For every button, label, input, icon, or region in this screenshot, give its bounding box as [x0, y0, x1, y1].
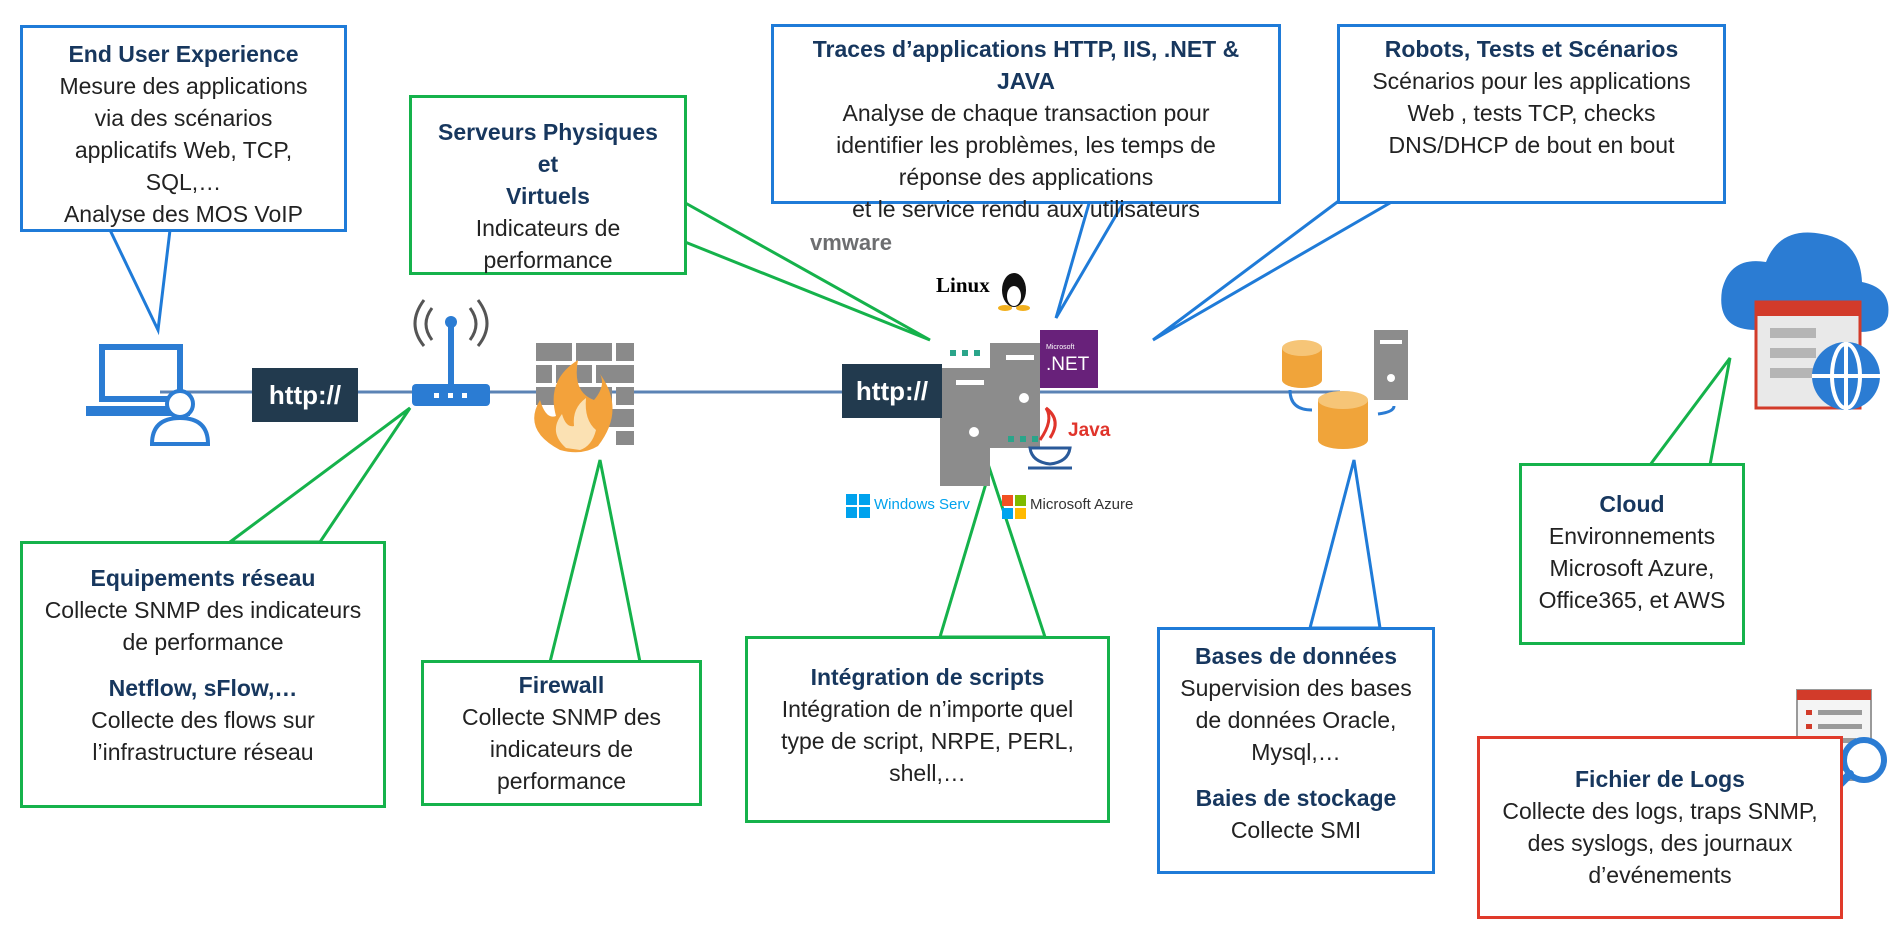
- callout-end-user: End User Experience Mesure des applicati…: [20, 25, 347, 232]
- end-user-title: End User Experience: [68, 41, 299, 67]
- cloud-line-2: Microsoft Azure,: [1549, 555, 1715, 581]
- wifi-router-icon: [412, 299, 490, 406]
- logs-line-2: des syslogs, des journaux: [1527, 830, 1793, 856]
- traces-line-2: identifier les problèmes, les temps de: [836, 132, 1216, 158]
- stockage-title: Baies de stockage: [1195, 785, 1397, 811]
- windows-server-label: Windows Serv: [874, 496, 970, 513]
- end-user-line-1: Mesure des applications: [59, 73, 308, 99]
- azure-logo-icon: [1002, 495, 1026, 519]
- traces-line-4: et le service rendu aux utilisateurs: [852, 196, 1200, 222]
- end-user-tail: [107, 228, 172, 336]
- callout-cloud: Cloud Environnements Microsoft Azure, Of…: [1519, 463, 1745, 645]
- callout-serveurs: Serveurs Physiques et Virtuels Indicateu…: [409, 95, 687, 275]
- cloud-line-1: Environnements: [1548, 523, 1716, 549]
- scripts-line-1: Intégration de n’importe quel: [781, 696, 1074, 722]
- spacer: [1174, 768, 1418, 782]
- end-user-line-3: applicatifs Web, TCP, SQL,…: [74, 137, 293, 195]
- serveurs-title-1: Serveurs Physiques et: [438, 119, 658, 177]
- windows-logo-icon: [846, 494, 870, 518]
- http-label-left: http://: [252, 368, 358, 422]
- robots-line-3: DNS/DHCP de bout en bout: [1388, 132, 1675, 158]
- netflow-line-1: Collecte des flows sur: [91, 707, 315, 733]
- serveurs-line-1: Indicateurs de: [475, 215, 621, 241]
- end-user-line-2: via des scénarios: [94, 105, 273, 131]
- logs-line-1: Collecte des logs, traps SNMP,: [1502, 798, 1818, 824]
- cloud-title: Cloud: [1599, 491, 1665, 517]
- firewall-line-1: Collecte SNMP des: [462, 704, 661, 730]
- scripts-line-3: shell,…: [889, 760, 966, 786]
- server-stack-icon: [940, 343, 1040, 486]
- callout-scripts: Intégration de scripts Intégration de n’…: [745, 636, 1110, 823]
- scripts-title: Intégration de scripts: [810, 664, 1045, 690]
- robots-line-2: Web , tests TCP, checks: [1407, 100, 1656, 126]
- bases-line-2: de données Oracle,: [1195, 707, 1397, 733]
- callout-firewall: Firewall Collecte SNMP des indicateurs d…: [421, 660, 702, 806]
- spacer: [37, 658, 369, 672]
- bases-line-1: Supervision des bases: [1180, 675, 1412, 701]
- java-icon: [1028, 406, 1072, 470]
- robots-line-1: Scénarios pour les applications: [1372, 68, 1691, 94]
- traces-line-1: Analyse de chaque transaction pour: [842, 100, 1210, 126]
- callout-robots: Robots, Tests et Scénarios Scénarios pou…: [1337, 24, 1726, 204]
- callout-traces: Traces d’applications HTTP, IIS, .NET & …: [771, 24, 1281, 222]
- azure-label: Microsoft Azure: [1030, 496, 1134, 513]
- callout-logs: Fichier de Logs Collecte des logs, traps…: [1477, 736, 1843, 919]
- firewall-title: Firewall: [518, 672, 605, 698]
- java-label: Java: [1068, 420, 1111, 441]
- linux-logo: Linux: [936, 273, 990, 297]
- bases-line-3: Mysql,…: [1251, 739, 1341, 765]
- traces-line-3: réponse des applications: [898, 164, 1154, 190]
- firewall-line-3: performance: [496, 768, 627, 794]
- laptop-user-icon: [86, 344, 211, 446]
- equipements-line-1: Collecte SNMP des indicateurs: [44, 597, 362, 623]
- http-label-center: http://: [842, 364, 942, 418]
- logs-line-3: d’evénements: [1588, 862, 1732, 888]
- scripts-line-2: type de script, NRPE, PERL,: [781, 728, 1074, 754]
- dotnet-small-label: Microsoft: [1046, 344, 1075, 351]
- dotnet-label: .NET: [1046, 354, 1090, 375]
- netflow-title: Netflow, sFlow,…: [108, 675, 298, 701]
- linux-penguin-icon: [998, 273, 1030, 311]
- cloud-line-3: Office365, et AWS: [1538, 587, 1726, 613]
- netflow-line-2: l’infrastructure réseau: [92, 739, 314, 765]
- logs-title: Fichier de Logs: [1575, 766, 1745, 792]
- vmware-logo: vmware: [810, 230, 892, 255]
- stockage-line-1: Collecte SMI: [1230, 817, 1362, 843]
- cloud-tail: [1647, 357, 1732, 467]
- bases-tail: [1308, 459, 1382, 630]
- cloud-app-icon: [1721, 232, 1889, 410]
- firewall-tail: [548, 459, 642, 664]
- serveurs-title-2: Virtuels: [506, 183, 590, 209]
- equipements-line-2: de performance: [122, 629, 284, 655]
- firewall-icon: [534, 343, 634, 453]
- firewall-line-2: indicateurs de: [489, 736, 634, 762]
- equipements-title: Equipements réseau: [90, 565, 316, 591]
- robots-title: Robots, Tests et Scénarios: [1384, 36, 1679, 62]
- traces-title: Traces d’applications HTTP, IIS, .NET & …: [812, 36, 1240, 94]
- equipements-tail: [225, 406, 412, 544]
- serveurs-line-2: performance: [483, 247, 613, 273]
- callout-equipements: Equipements réseau Collecte SNMP des ind…: [20, 541, 386, 808]
- callout-bases: Bases de données Supervision des bases d…: [1157, 627, 1435, 874]
- dotnet-badge: [1040, 330, 1098, 388]
- database-icon: [1282, 330, 1408, 449]
- bases-title: Bases de données: [1195, 643, 1397, 669]
- end-user-line-4: Analyse des MOS VoIP: [63, 201, 304, 227]
